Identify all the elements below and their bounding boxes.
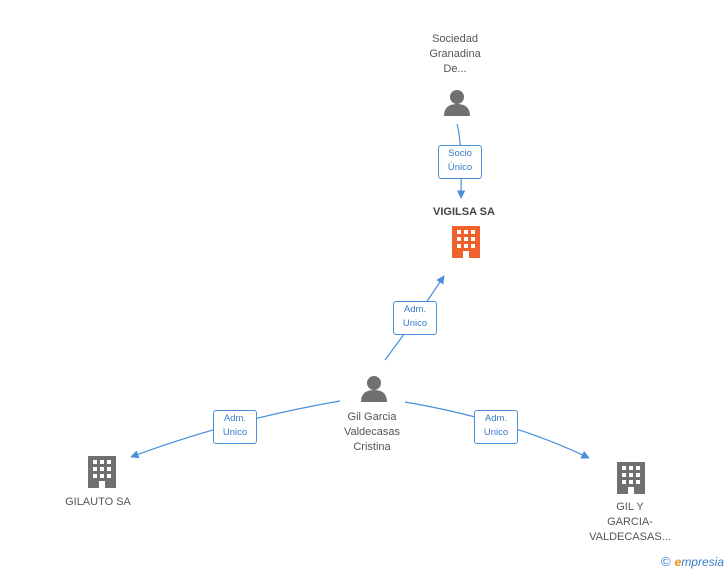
brand-initial: e <box>674 554 682 569</box>
label-line: GILAUTO SA <box>65 496 131 508</box>
node-label-gil-y-garcia[interactable]: GIL Y GARCIA- VALDECASAS... <box>580 500 680 545</box>
label-line: Valdecasas <box>343 426 401 438</box>
edge-badge-adm-unico-gilygarcia[interactable]: Adm. Unico <box>474 410 518 444</box>
brand-rest: mpresia <box>681 554 724 569</box>
building-icon[interactable] <box>452 226 480 258</box>
node-label-sociedad[interactable]: Sociedad Granadina De... <box>405 32 505 77</box>
edge-badge-socio-unico[interactable]: Socio Único <box>438 145 482 179</box>
badge-line: Único <box>447 162 473 173</box>
badge-line: Unico <box>483 427 509 438</box>
footer-brand[interactable]: © empresia <box>661 554 724 569</box>
edge-badge-adm-unico-vigilsa[interactable]: Adm. Unico <box>393 301 437 335</box>
label-line: Sociedad <box>432 33 478 45</box>
badge-line: Unico <box>402 318 428 329</box>
label-line: Gil Garcia <box>347 411 397 423</box>
label-line: Granadina <box>429 48 481 60</box>
person-icon[interactable] <box>361 376 387 402</box>
badge-line: Adm. <box>223 413 247 424</box>
label-line: De... <box>443 63 467 75</box>
badge-line: Socio <box>448 148 472 159</box>
copyright-icon: © <box>661 554 671 569</box>
label-line: Cristina <box>353 441 391 453</box>
edge-badge-adm-unico-gilauto[interactable]: Adm. Unico <box>213 410 257 444</box>
building-icon[interactable] <box>617 462 645 494</box>
node-label-gil-garcia[interactable]: Gil Garcia Valdecasas Cristina <box>322 410 422 455</box>
label-line: VALDECASAS... <box>589 531 671 543</box>
node-label-gilauto[interactable]: GILAUTO SA <box>48 495 148 510</box>
brand-logo: empresia <box>675 555 724 569</box>
building-icon[interactable] <box>88 456 116 488</box>
label-line: GARCIA- <box>607 516 653 528</box>
person-icon[interactable] <box>444 90 470 116</box>
label-line: VIGILSA SA <box>433 206 495 218</box>
label-line: GIL Y <box>616 501 644 513</box>
badge-line: Adm. <box>484 413 508 424</box>
node-label-vigilsa[interactable]: VIGILSA SA <box>414 205 514 220</box>
badge-line: Unico <box>222 427 248 438</box>
badge-line: Adm. <box>403 304 427 315</box>
